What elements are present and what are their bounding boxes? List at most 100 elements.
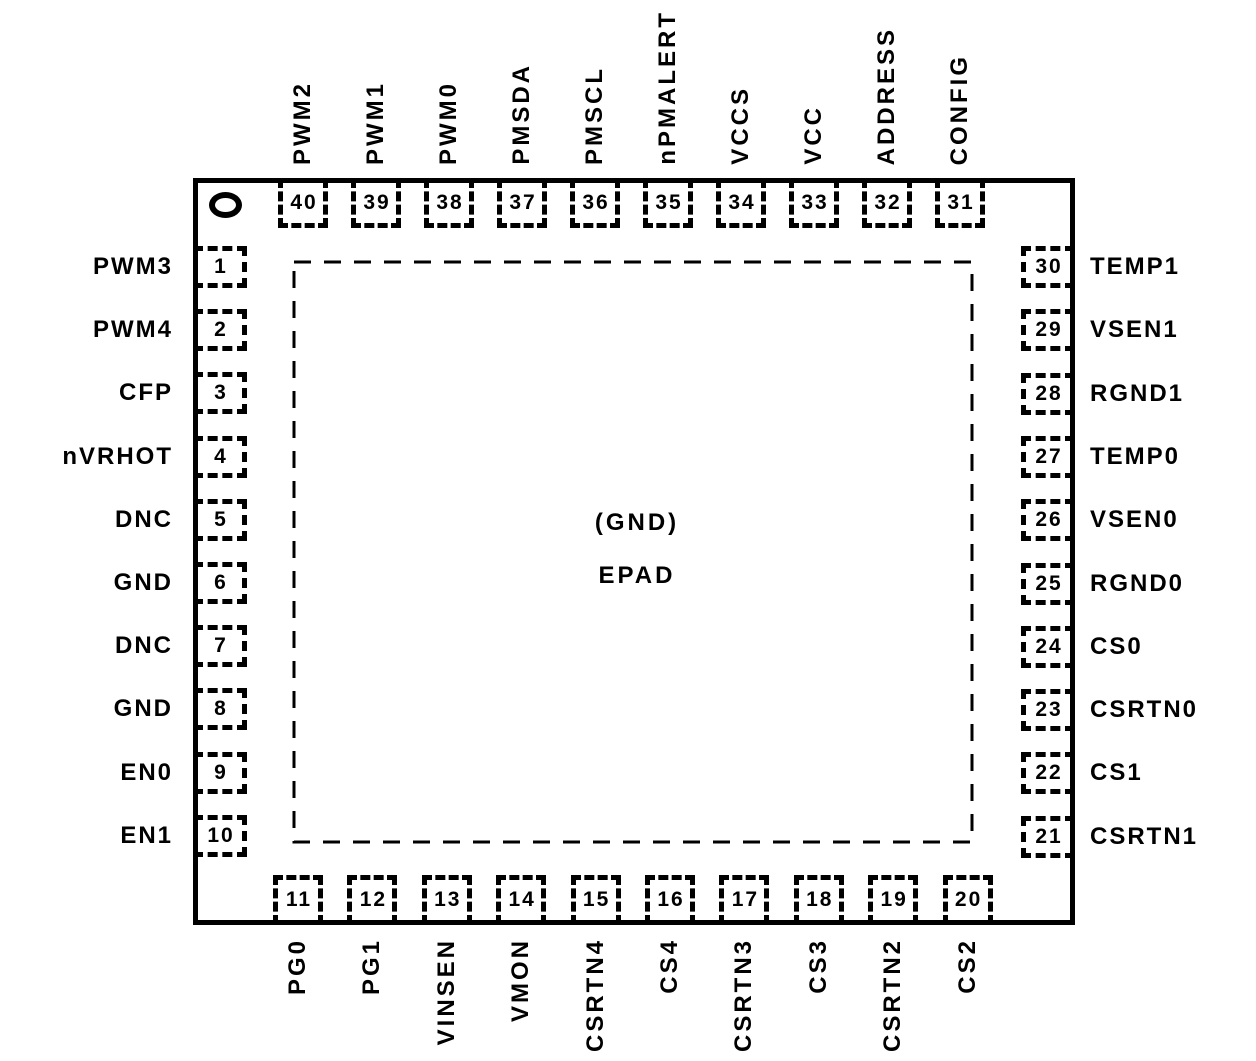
pin-number: 20 <box>954 888 983 911</box>
pin-37-pad: 37 <box>497 178 547 228</box>
pin-39-label: PWM1 <box>362 81 389 165</box>
pin-24-pad: 24 <box>1021 625 1075 668</box>
pin-number: 2 <box>214 318 228 342</box>
pin-24-label: CS0 <box>1090 632 1143 660</box>
pin-18-pad: 18 <box>793 875 844 925</box>
pin-34-label: VCCS <box>727 86 754 165</box>
pin-10-pad: 10 <box>193 814 247 857</box>
pin-number: 38 <box>436 191 464 214</box>
pin-32-pad: 32 <box>862 178 912 228</box>
pin-36-label: PMSCL <box>581 66 608 165</box>
pin-number: 14 <box>508 888 536 911</box>
pin-29-label: VSEN1 <box>1090 316 1179 344</box>
pin-25-pad: 25 <box>1021 562 1075 605</box>
pin-19-label: CSRTN2 <box>879 938 907 1053</box>
pin-6-label: GND <box>113 569 173 596</box>
pin-9-pad: 9 <box>193 751 247 794</box>
pin-number: 11 <box>285 888 313 911</box>
pin-29-pad: 29 <box>1021 309 1075 352</box>
pin-number: 23 <box>1035 698 1063 722</box>
pin-21-label: CSRTN1 <box>1090 822 1199 850</box>
pin-5-pad: 5 <box>193 498 247 541</box>
pin-30-label: TEMP1 <box>1090 253 1181 280</box>
pin-33-pad: 33 <box>789 178 839 228</box>
pin-number: 8 <box>214 697 228 721</box>
pin-35-pad: 35 <box>643 178 693 228</box>
pin-21-pad: 21 <box>1021 815 1075 858</box>
pin-number: 6 <box>214 571 228 594</box>
pin-35-label: nPMALERT <box>654 10 681 165</box>
pin-number: 13 <box>434 888 462 911</box>
pin-36-pad: 36 <box>570 178 620 228</box>
pin-16-label: CS4 <box>656 938 683 994</box>
pin-31-label: CONFIG <box>946 53 973 165</box>
pin-27-pad: 27 <box>1021 435 1075 478</box>
pin-4-pad: 4 <box>193 435 247 478</box>
pin-13-pad: 13 <box>421 875 472 925</box>
pin-10-label: EN1 <box>120 821 173 849</box>
pin-number: 36 <box>582 191 610 214</box>
pin-30-pad: 30 <box>1021 246 1075 288</box>
pin-28-pad: 28 <box>1021 372 1075 415</box>
pin-number: 16 <box>657 888 685 911</box>
pin-number: 3 <box>214 381 228 405</box>
pin-number: 32 <box>874 191 902 214</box>
pin-17-pad: 17 <box>719 875 770 925</box>
pin-14-pad: 14 <box>496 875 547 925</box>
pin-22-label: CS1 <box>1090 759 1143 787</box>
pin-16-pad: 16 <box>645 875 695 925</box>
pin-17-label: CSRTN3 <box>730 938 758 1053</box>
pin-3-label: CFP <box>119 379 173 407</box>
pin-19-pad: 19 <box>868 875 919 925</box>
pin-2-label: PWM4 <box>93 316 173 344</box>
pin-number: 29 <box>1035 318 1063 342</box>
pin-13-label: VINSEN <box>432 938 460 1046</box>
pin-22-pad: 22 <box>1021 752 1075 795</box>
pin-9-label: EN0 <box>120 758 173 786</box>
pin-number: 35 <box>655 191 683 214</box>
pin-number: 34 <box>728 191 756 214</box>
pin-number: 21 <box>1035 824 1063 848</box>
pin-3-pad: 3 <box>193 372 247 415</box>
pin-number: 30 <box>1035 255 1063 278</box>
pin-number: 7 <box>214 634 228 658</box>
pin-number: 27 <box>1035 444 1063 468</box>
pin-number: 37 <box>509 191 537 214</box>
pin-23-label: CSRTN0 <box>1090 696 1199 724</box>
pin-number: 31 <box>947 191 975 214</box>
pin-32-label: ADDRESS <box>873 26 900 165</box>
pin-11-pad: 11 <box>273 875 323 925</box>
pin-number: 24 <box>1035 634 1063 658</box>
pin-12-label: PG1 <box>358 938 386 996</box>
pin-26-label: VSEN0 <box>1090 506 1179 534</box>
pin-5-label: DNC <box>115 505 173 533</box>
pin-8-label: GND <box>113 695 173 723</box>
pin-6-pad: 6 <box>193 562 247 604</box>
epad-label-line1: (GND) <box>594 509 680 536</box>
pin-number: 26 <box>1035 508 1063 532</box>
pin-4-label: nVRHOT <box>62 442 173 470</box>
pin-number: 33 <box>801 191 829 214</box>
pin-27-label: TEMP0 <box>1090 442 1181 470</box>
pin-number: 39 <box>363 191 391 214</box>
epad-outline <box>292 260 974 844</box>
pin-number: 25 <box>1035 571 1063 595</box>
pin-number: 18 <box>806 888 834 911</box>
pin-23-pad: 23 <box>1021 689 1075 732</box>
pin-number: 28 <box>1035 381 1063 405</box>
epad-label-line2: EPAD <box>598 562 676 589</box>
pin-20-pad: 20 <box>942 875 993 925</box>
pin-number: 1 <box>214 255 228 278</box>
pin-15-label: CSRTN4 <box>581 938 609 1053</box>
pin-11-label: PG0 <box>284 938 311 996</box>
pin-20-label: CS2 <box>953 938 981 994</box>
pin-7-pad: 7 <box>193 625 247 668</box>
chip-body: (GND) EPAD <box>193 178 1075 925</box>
pin-1-label: PWM3 <box>93 253 173 280</box>
pin-number: 40 <box>290 191 318 214</box>
pin1-indicator-icon <box>209 192 242 218</box>
pin-1-pad: 1 <box>193 246 247 288</box>
pin-number: 19 <box>880 888 908 911</box>
